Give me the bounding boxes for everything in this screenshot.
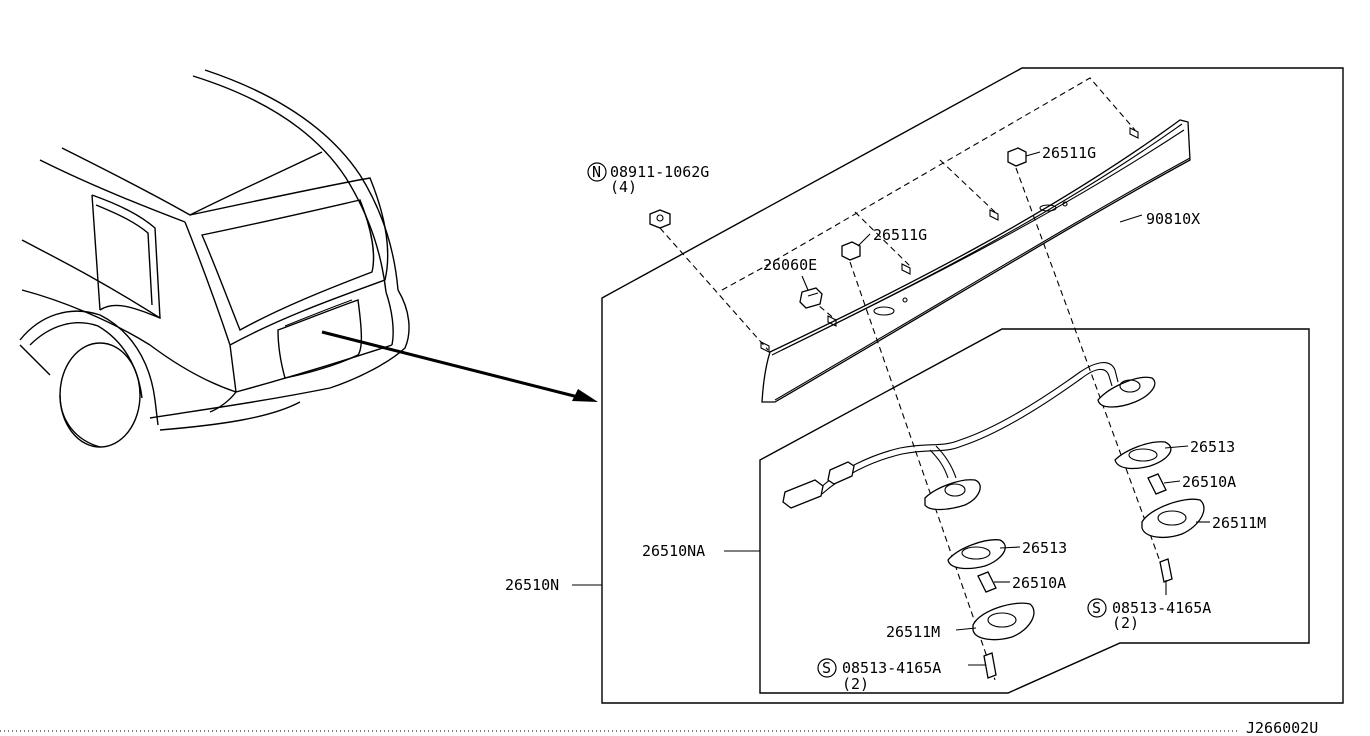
leader-lines [572, 151, 1210, 666]
clip-upper [1007, 147, 1027, 167]
screw-left-qty-label: (2) [842, 675, 869, 693]
lens-right [1141, 498, 1205, 539]
finisher-part [760, 119, 1191, 403]
lamp-harness [782, 362, 1156, 511]
nut-part-label: 08911-1062G [610, 163, 709, 181]
gasket-left [947, 539, 1006, 570]
clip-lower [841, 241, 861, 261]
finisher-label: 90810X [1146, 210, 1200, 228]
bulb-right-label: 26510A [1182, 473, 1236, 491]
gasket-left-label: 26513 [1022, 539, 1067, 557]
part-labels: N 08911-1062G (4) 26511G 26511G 90810X 2… [505, 144, 1266, 693]
nut-part [649, 209, 671, 229]
grommet-part [799, 287, 823, 309]
screw-left [983, 652, 997, 679]
nut-prefix: N [592, 163, 601, 181]
clip-lower-label: 26511G [873, 226, 927, 244]
nut-prefix-circle [587, 162, 607, 182]
diagram-id: J266002U [1246, 719, 1318, 736]
pointer-arrow [321, 330, 598, 402]
grommet-label: 26060E [763, 256, 817, 274]
lens-right-label: 26511M [1212, 514, 1266, 532]
gasket-right-label: 26513 [1190, 438, 1235, 456]
vehicle-illustration [19, 69, 410, 448]
inner-frame [759, 328, 1310, 694]
bulb-left [977, 571, 997, 593]
nut-qty-label: (4) [610, 178, 637, 196]
screw-left-part-label: 08513-4165A [842, 659, 941, 677]
screw-right-qty-label: (2) [1112, 614, 1139, 632]
screw-right-prefix-circle [1087, 598, 1107, 618]
lens-left-label: 26511M [886, 623, 940, 641]
screw-left-prefix: S [822, 659, 831, 677]
screw-left-prefix-circle [817, 658, 837, 678]
screw-right [1159, 558, 1173, 583]
bulb-right [1147, 473, 1167, 495]
clip-upper-label: 26511G [1042, 144, 1096, 162]
lamp-assy-label: 26510N [505, 576, 559, 594]
screw-right-prefix: S [1092, 599, 1101, 617]
screw-right-part-label: 08513-4165A [1112, 599, 1211, 617]
lamp-sub-assy-label: 26510NA [642, 542, 705, 560]
outer-frame [601, 67, 1344, 704]
assembly-lines [659, 77, 1166, 681]
bulb-left-label: 26510A [1012, 574, 1066, 592]
lens-left [972, 602, 1035, 641]
gasket-right [1114, 441, 1172, 470]
